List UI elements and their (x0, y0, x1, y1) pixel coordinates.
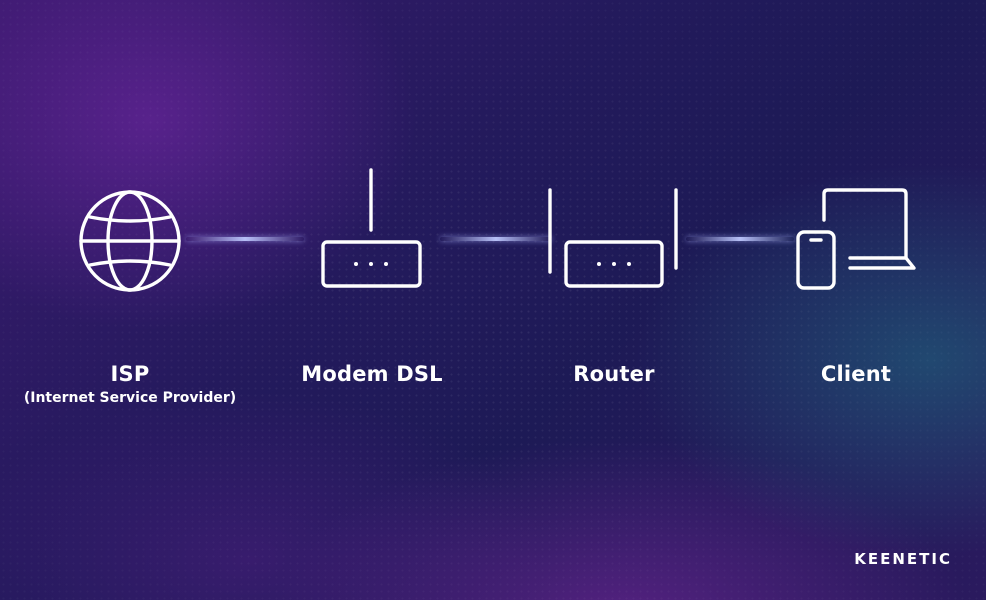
globe-icon (79, 190, 181, 292)
connector-router-client (686, 237, 794, 241)
brand-logo: KEENETIC (854, 550, 952, 568)
node-label-modem: Modem DSL (301, 362, 443, 386)
node-label-isp: ISP (110, 362, 150, 386)
laptop-phone-icon (796, 188, 916, 290)
router-icon (548, 188, 678, 288)
node-label-router: Router (573, 362, 655, 386)
connector-isp-modem (186, 237, 304, 241)
dsl-modem-icon (321, 168, 422, 288)
node-label-client: Client (820, 362, 892, 386)
node-sublabel-isp: (Internet Service Provider) (23, 390, 237, 406)
connector-modem-router (440, 237, 552, 241)
